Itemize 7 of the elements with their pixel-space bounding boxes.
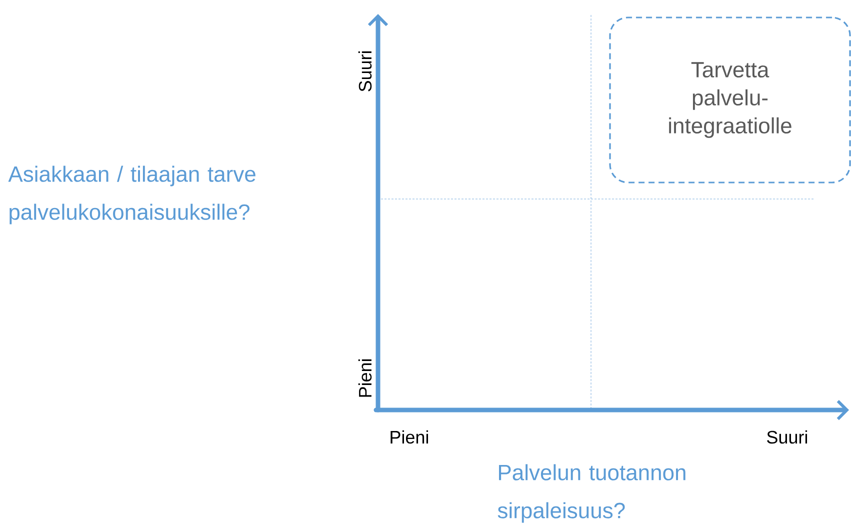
tick-label: Suuri [767, 430, 808, 444]
tick-label: Suuri [358, 51, 372, 92]
tick-label: Pieni [390, 430, 428, 444]
axis-title: Palvelun tuotannon sirpaleisuus? [498, 464, 686, 523]
dashed-box: Tarvetta palvelu- integraatiolle [609, 16, 851, 184]
axis-title: Asiakkaan / tilaajan tarve palvelukokonaisuuksille? [8, 166, 256, 224]
tick-label: Pieni [358, 359, 372, 397]
